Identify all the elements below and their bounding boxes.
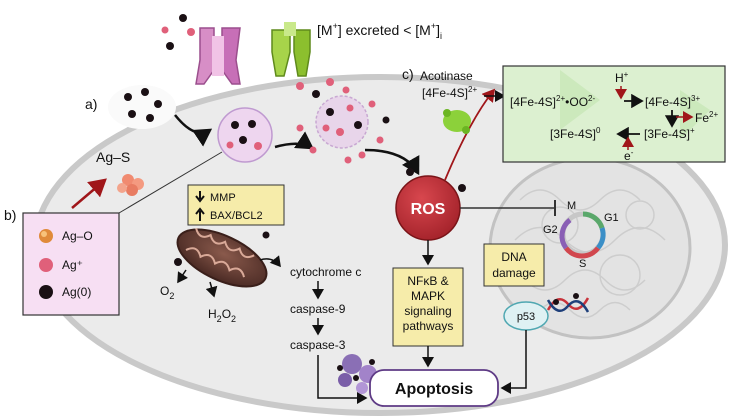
- arrow-to-o2: [177, 269, 188, 284]
- bg-leaf: [680, 90, 710, 140]
- ion-channel-pink: [195, 27, 241, 85]
- label-a: a): [85, 96, 97, 112]
- arrow-to-cyt-c: [259, 255, 281, 268]
- apoptosis-box: [369, 369, 499, 407]
- ag0-dot: [262, 231, 270, 239]
- nfkb-line-1: NFκB &: [407, 274, 448, 288]
- endosome: [217, 107, 273, 163]
- ag-particles-top: [161, 14, 350, 98]
- nfkb-line-4: pathways: [403, 319, 454, 333]
- p53-label: p53: [517, 311, 535, 323]
- chromatin: [514, 189, 666, 319]
- ag-s-label: Ag–S: [96, 149, 130, 165]
- fe-label: Fe2+: [695, 110, 718, 125]
- nfkb-mapk-box: [392, 267, 464, 347]
- svg-text:Ag⁺: Ag⁺: [62, 258, 83, 272]
- phase-m-label: M: [567, 200, 576, 212]
- legend-pointer: [118, 151, 223, 214]
- arrow-to-ag-s: [71, 178, 107, 209]
- o2-label: O2: [160, 284, 174, 301]
- arrow-to-ros: [364, 148, 420, 176]
- fe-state-d: [3Fe-4S]0: [550, 126, 601, 141]
- svg-text:Ag–O: Ag–O: [62, 229, 93, 243]
- fe-state-a: [4Fe-4S]2+•OO2-: [510, 94, 595, 109]
- nfkb-line-2: MAPK: [411, 289, 445, 303]
- legend-item-ag0: Ag(0): [39, 285, 91, 299]
- endosome-particles: [226, 120, 262, 150]
- bax-label: BAX/BCL2: [210, 210, 263, 222]
- dna-helix-icon: [546, 293, 590, 313]
- caspase-9-label: caspase-9: [290, 302, 346, 316]
- phase-s-label: S: [579, 258, 586, 270]
- lysosome-particles: [296, 100, 390, 164]
- svg-text:Ag(0): Ag(0): [62, 285, 91, 299]
- aconitase-formula: [4Fe-4S]2+: [422, 85, 477, 100]
- aconitase-enzyme-icon: [443, 109, 471, 134]
- fe-state-c: [3Fe-4S]+: [644, 126, 695, 141]
- label-b: b): [4, 207, 16, 223]
- legend-box: [22, 212, 120, 316]
- caspase-3-label: caspase-3: [290, 338, 346, 352]
- cytochrome-c-label: cytochrome c: [290, 265, 361, 279]
- arrow-to-lysosome: [274, 131, 315, 150]
- dna-damage-box: [483, 243, 545, 287]
- ros-label: ROS: [411, 201, 446, 218]
- aconitase-title: Acotinase: [420, 69, 473, 83]
- ion-channel-green: [271, 22, 311, 77]
- ag0-cluster: [124, 88, 162, 122]
- ag0-dot: [458, 184, 466, 192]
- arrow-to-h2o2: [205, 281, 218, 298]
- mitochondrion-icon: [176, 228, 268, 288]
- dna-line-1: DNA: [501, 250, 526, 264]
- mmp-label: MMP: [210, 192, 236, 204]
- label-c: c): [402, 66, 414, 82]
- apoptosis-label: Apoptosis: [395, 381, 473, 398]
- electron-label: e-: [624, 148, 634, 163]
- cell-cycle-diagram: [559, 211, 606, 259]
- legend-item-ag-ion: Ag⁺: [39, 258, 83, 272]
- legend-item-ag-o: Ag–O: [39, 229, 93, 243]
- ag-s-cluster: [117, 174, 144, 196]
- arrow-p53-apoptosis: [500, 330, 527, 394]
- mito-effects-box: [187, 184, 285, 226]
- arrow-up-icon: [195, 207, 205, 221]
- arrow-down-icon: [195, 191, 205, 203]
- arrow-casp3-apoptosis: [317, 355, 368, 404]
- ag0-dot: [174, 258, 182, 266]
- phase-g2-label: G2: [543, 224, 558, 236]
- excretion-text: [M+] excreted < [M+]i: [317, 21, 442, 41]
- dna-line-2: damage: [492, 266, 536, 280]
- ag0-dot: [406, 168, 414, 176]
- nfkb-line-3: signaling: [404, 304, 451, 318]
- proton-label: H+: [615, 70, 629, 85]
- fe-state-b: [4Fe-4S]3+: [645, 94, 700, 109]
- bg-leaf: [560, 70, 600, 130]
- h2o2-label: H2O2: [208, 307, 236, 324]
- arrow-to-endosome: [174, 114, 213, 147]
- phase-g1-label: G1: [604, 212, 619, 224]
